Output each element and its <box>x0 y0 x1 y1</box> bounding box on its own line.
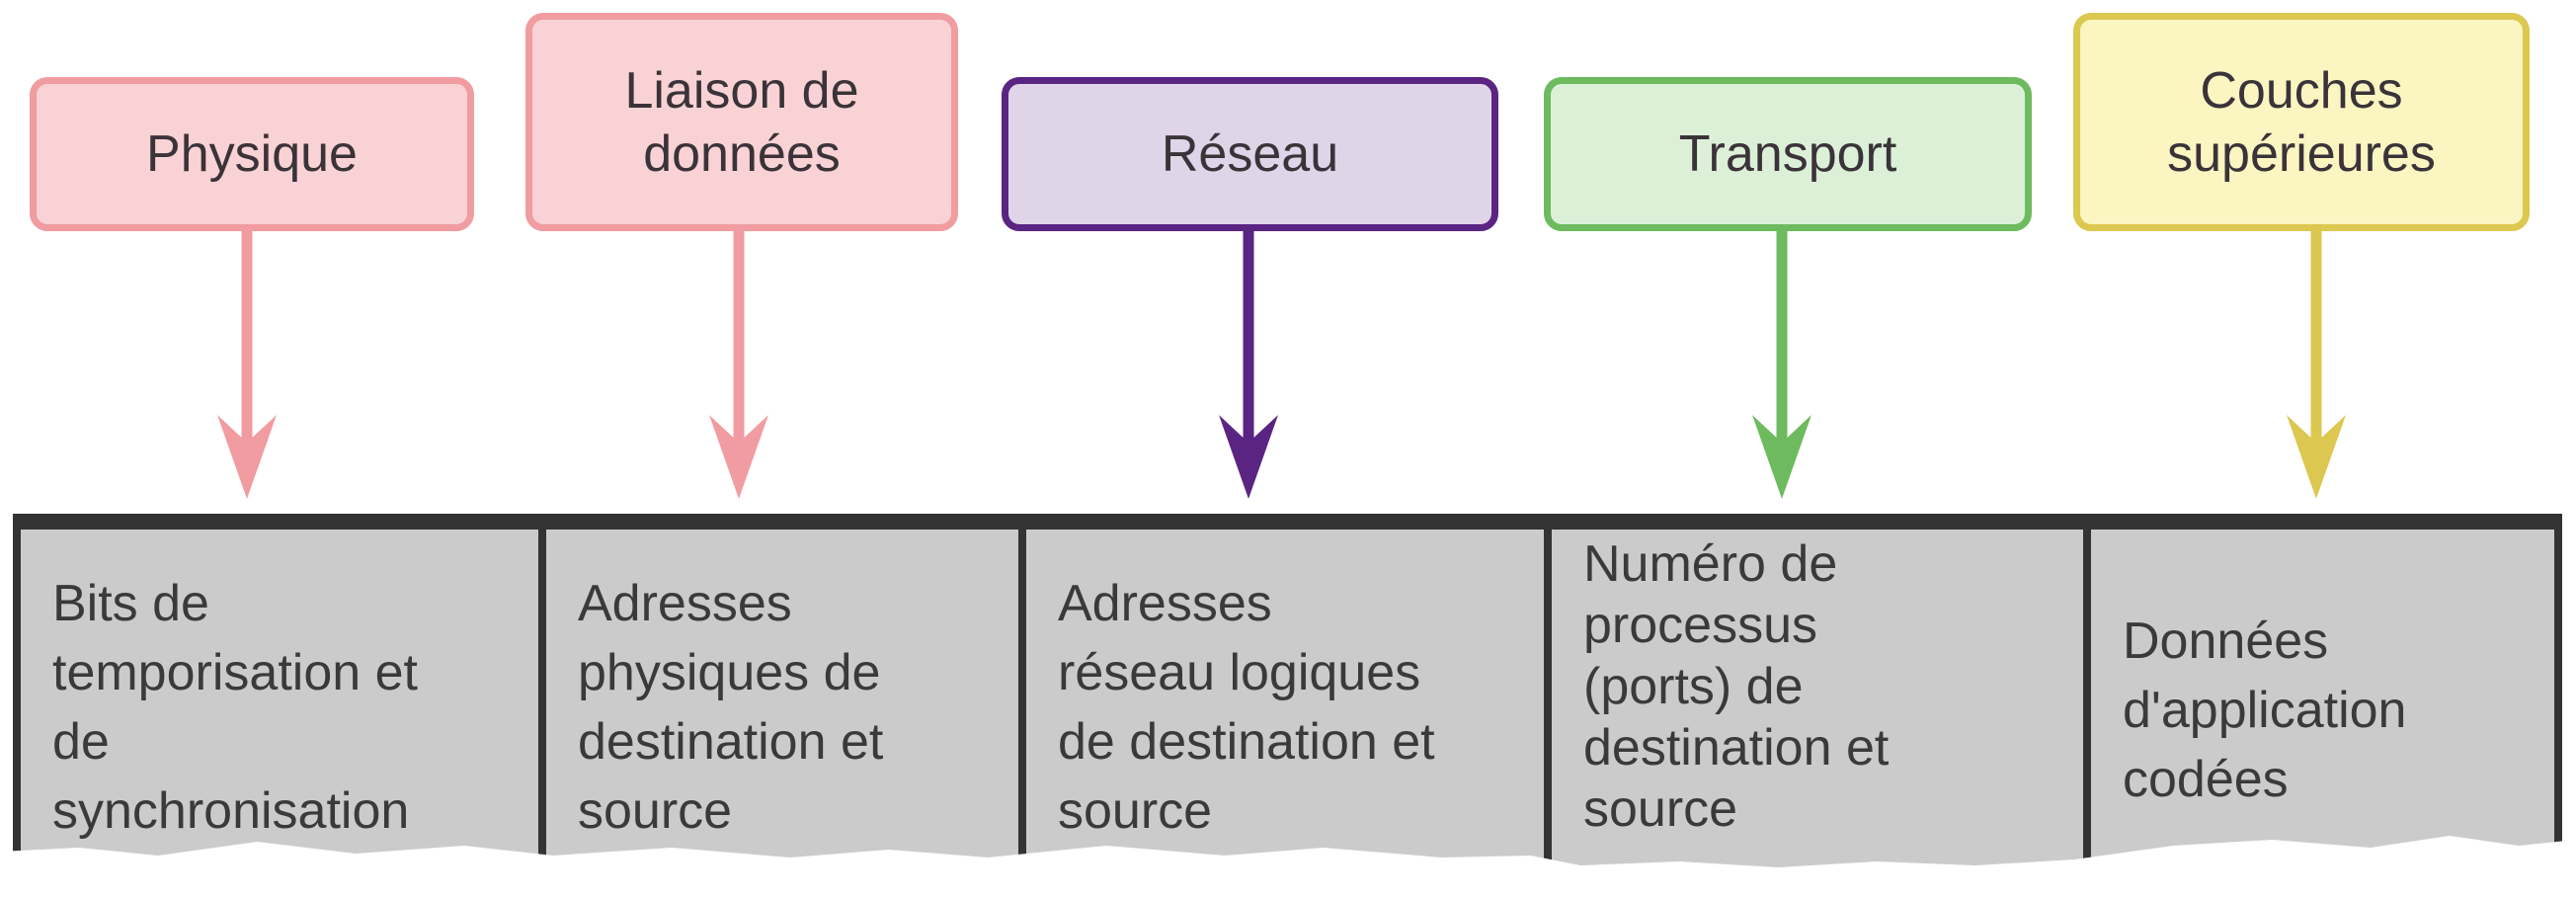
arrows <box>217 231 2346 499</box>
arrow-head-icon <box>2287 415 2346 499</box>
field-cell-transport: Numéro de processus (ports) de destinati… <box>1552 530 2091 899</box>
layer-box-reseau: Réseau <box>1002 77 1498 231</box>
layer-box-couches-superieures: Couches supérieures <box>2073 13 2530 231</box>
arrow-head-icon <box>709 415 768 499</box>
header-fields-table: Bits de temporisation et de synchronisat… <box>13 514 2562 899</box>
field-cell-couches-superieures: Données d'application codées <box>2123 613 2407 808</box>
arrow-head-icon <box>1752 415 1811 499</box>
layer-box-physique: Physique <box>30 77 474 231</box>
field-cell-reseau: Adresses réseau logiques de destination … <box>1026 530 1552 899</box>
arrow-head-icon <box>217 415 277 499</box>
layer-box-transport: Transport <box>1544 77 2032 231</box>
layer-box-liaison: Liaison de données <box>525 13 958 231</box>
arrow-head-icon <box>1219 415 1278 499</box>
field-cell-physique: Bits de temporisation et de synchronisat… <box>21 530 546 899</box>
field-cell-liaison: Adresses physiques de destination et sou… <box>546 530 1026 899</box>
